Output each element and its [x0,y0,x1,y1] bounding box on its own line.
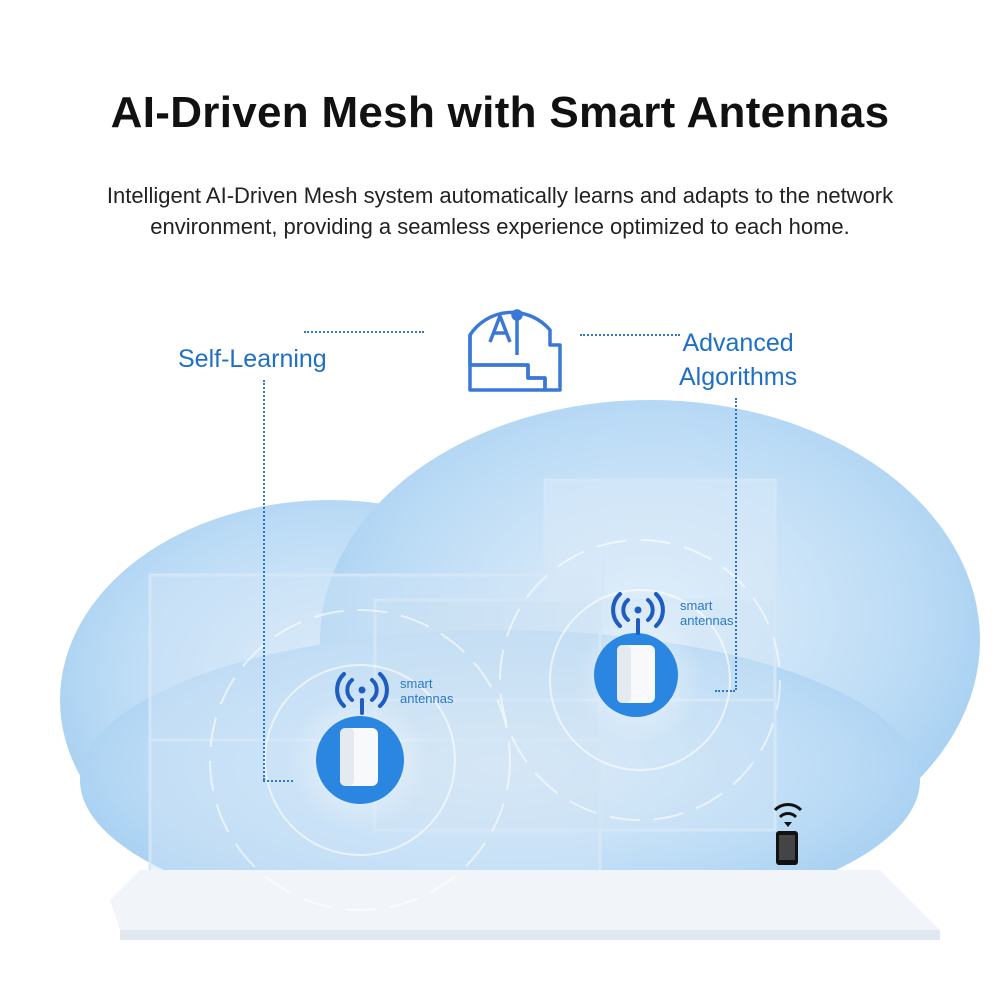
subtitle-line-2: environment, providing a seamless experi… [150,214,850,239]
house-base [110,870,940,940]
advanced-algorithms-label: Advanced Algorithms [679,326,797,394]
connector-left-vertical [263,380,265,780]
smartphone-wifi-icon [773,803,803,865]
connector-left-foot [263,780,293,782]
subtitle-line-1: Intelligent AI-Driven Mesh system automa… [106,183,894,208]
router-left [316,716,404,804]
smart-antennas-right-label: smart antennas [680,598,734,628]
signal-rings [209,539,781,911]
page-subtitle: Intelligent AI-Driven Mesh system automa… [40,180,960,242]
connector-right-vertical [735,398,737,690]
connector-right-foot [715,690,735,692]
advanced-algorithms-line-1: Advanced [682,329,794,357]
connector-left-horizontal [304,331,424,333]
smart-antennas-left-label: smart antennas [400,676,454,706]
wifi-signal-icon [335,672,389,715]
advanced-algorithms-line-2: Algorithms [679,363,798,391]
ai-head-icon [468,309,562,392]
connector-right-horizontal [580,334,680,336]
page-title: AI-Driven Mesh with Smart Antennas [110,88,890,137]
self-learning-label: Self-Learning [178,345,327,373]
wifi-signal-icon [611,592,665,635]
router-right [594,633,678,717]
